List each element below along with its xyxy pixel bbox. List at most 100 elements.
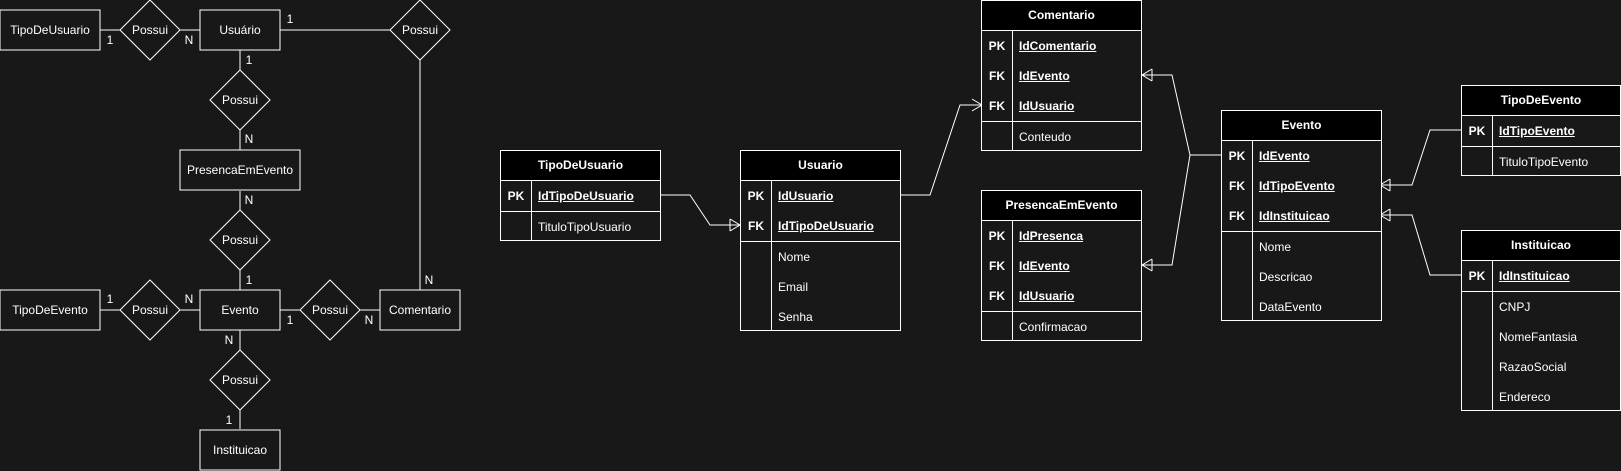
table-row: Descricao: [1222, 262, 1381, 292]
cardinality-label: N: [245, 193, 254, 207]
field-name: IdComentario: [1019, 39, 1097, 53]
entity-box-usuario: [199, 9, 281, 51]
cardinality-label: 1: [246, 273, 253, 287]
field-name: Confirmacao: [1019, 320, 1088, 334]
field-name: Email: [778, 280, 809, 294]
table-title: Comentario: [982, 1, 1141, 31]
table-title: TipoDeEvento: [1462, 86, 1620, 116]
relationship-label: Possui: [312, 303, 348, 317]
key-type: FK: [1229, 209, 1245, 223]
cardinality-label: N: [185, 33, 194, 47]
table-title: Usuario: [741, 151, 900, 181]
table-row: PK IdTipoEvento: [1462, 116, 1620, 147]
table-row: FK IdUsuario: [982, 91, 1141, 122]
entity-box-comentario: [379, 289, 461, 331]
entity-label-usuario: Usuário: [219, 23, 261, 37]
field-name: TituloTipoEvento: [1499, 155, 1589, 169]
relationship-diamond: [209, 69, 271, 131]
relationship-label: Possui: [222, 93, 258, 107]
table-row: Endereco: [1462, 382, 1620, 412]
field-name: IdUsuario: [1019, 289, 1075, 303]
entity-box-evento: [199, 289, 281, 331]
key-type: PK: [1228, 149, 1246, 163]
relationship-label: Possui: [132, 23, 168, 37]
table-row: Email: [741, 272, 900, 302]
field-name: IdEvento: [1019, 259, 1070, 273]
cardinality-label: 1: [246, 53, 253, 67]
field-name: Endereco: [1499, 390, 1551, 404]
entity-label-tipo-usuario: TipoDeUsuario: [10, 23, 90, 37]
field-name: Nome: [1259, 240, 1292, 254]
field-name: CNPJ: [1499, 300, 1531, 314]
key-type: PK: [988, 39, 1006, 53]
entity-box-presenca: [179, 149, 301, 191]
table-row: FK IdEvento: [982, 251, 1141, 281]
key-type: FK: [1229, 179, 1245, 193]
field-name: NomeFantasia: [1499, 330, 1578, 344]
field-name: IdEvento: [1019, 69, 1070, 83]
field-name: IdTipoEvento: [1259, 179, 1335, 193]
table-row: Confirmacao: [982, 312, 1141, 342]
key-type: PK: [747, 189, 765, 203]
cardinality-label: 1: [287, 313, 294, 327]
cardinality-label: N: [245, 132, 254, 146]
relationship-label: Possui: [132, 303, 168, 317]
field-name: TituloTipoUsuario: [538, 220, 632, 234]
relationship-diamond: [209, 209, 271, 271]
table-row: CNPJ: [1462, 292, 1620, 322]
entity-label-evento: Evento: [221, 303, 259, 317]
table-row: FK IdEvento: [982, 61, 1141, 91]
table-row: NomeFantasia: [1462, 322, 1620, 352]
relationship-label: Possui: [402, 23, 438, 37]
table-row: PK IdUsuario: [741, 181, 900, 211]
entity-label-presenca: PresencaEmEvento: [187, 163, 293, 177]
entity-box-tipo-evento: [0, 289, 101, 331]
table-row: PK IdTipoDeUsuario: [501, 181, 660, 212]
relationship-diamond: [209, 349, 271, 411]
table-row: PK IdEvento: [1222, 141, 1381, 171]
table-row: Senha: [741, 302, 900, 332]
key-type: PK: [1468, 269, 1486, 283]
table-evento: Evento PK IdEvento FK IdTipoEvento FK Id…: [1221, 110, 1382, 321]
field-name: Conteudo: [1019, 130, 1072, 144]
relationship-diamond: [299, 279, 361, 341]
table-row: PK IdComentario: [982, 31, 1141, 61]
table-title: Instituicao: [1462, 231, 1620, 261]
table-presenca: PresencaEmEvento PK IdPresenca FK IdEven…: [981, 190, 1142, 341]
cardinality-label: 1: [107, 292, 114, 306]
field-name: IdUsuario: [778, 189, 834, 203]
field-name: IdTipoDeUsuario: [778, 219, 874, 233]
key-type: FK: [989, 69, 1005, 83]
entity-label-tipo-evento: TipoDeEvento: [12, 303, 88, 317]
table-title: PresencaEmEvento: [982, 191, 1141, 221]
key-type: PK: [988, 229, 1006, 243]
field-name: IdPresenca: [1019, 229, 1084, 243]
field-name: DataEvento: [1259, 300, 1322, 314]
field-name: IdEvento: [1259, 149, 1310, 163]
entity-box-instituicao: [199, 429, 281, 471]
table-instituicao: Instituicao PK IdInstituicao CNPJ NomeFa…: [1461, 230, 1621, 411]
table-usuario: Usuario PK IdUsuario FK IdTipoDeUsuario …: [740, 150, 901, 331]
table-tipo-evento: TipoDeEvento PK IdTipoEvento TituloTipoE…: [1461, 85, 1621, 176]
table-row: PK IdInstituicao: [1462, 261, 1620, 292]
field-name: Descricao: [1259, 270, 1313, 284]
field-name: IdTipoEvento: [1499, 124, 1575, 138]
table-row: FK IdUsuario: [982, 281, 1141, 312]
cardinality-label: 1: [226, 413, 233, 427]
field-name: IdTipoDeUsuario: [538, 189, 634, 203]
table-row: FK IdTipoEvento: [1222, 171, 1381, 201]
table-row: RazaoSocial: [1462, 352, 1620, 382]
cardinality-label: 1: [287, 12, 294, 26]
entity-box-tipo-usuario: [0, 9, 101, 51]
relationship-diamond: [119, 279, 181, 341]
relationship-label: Possui: [222, 373, 258, 387]
cardinality-label: N: [425, 273, 434, 287]
field-name: IdInstituicao: [1499, 269, 1570, 283]
cardinality-label: 1: [107, 33, 114, 47]
table-row: PK IdPresenca: [982, 221, 1141, 251]
field-name: IdUsuario: [1019, 99, 1075, 113]
key-type: FK: [989, 289, 1005, 303]
cardinality-label: N: [365, 313, 374, 327]
table-row: DataEvento: [1222, 292, 1381, 322]
